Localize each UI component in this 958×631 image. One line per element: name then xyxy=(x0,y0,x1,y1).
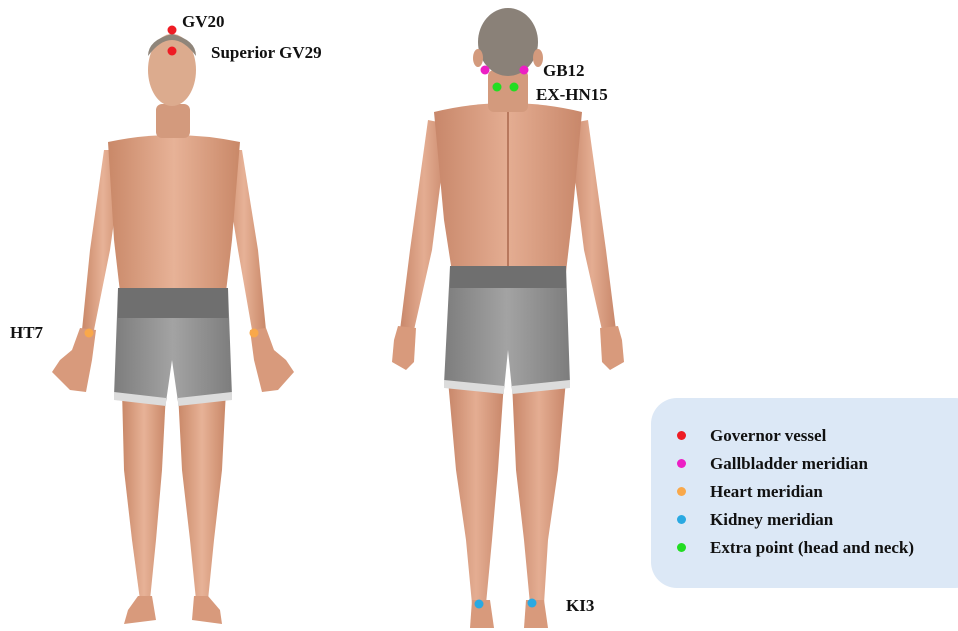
legend-marker xyxy=(677,431,686,440)
ki3-label: KI3 xyxy=(566,597,594,614)
legend-label: Governor vessel xyxy=(710,426,826,446)
ex-hn15-label: EX-HN15 xyxy=(536,86,608,103)
legend-marker xyxy=(677,515,686,524)
legend-label: Heart meridian xyxy=(710,482,823,502)
legend: Governor vessel Gallbladder meridian Hea… xyxy=(651,398,958,588)
superior-gv29-label: Superior GV29 xyxy=(211,44,322,61)
ht7-point-left xyxy=(85,329,94,338)
ht7-label: HT7 xyxy=(10,324,43,341)
ki3-point-left xyxy=(475,600,484,609)
gv20-point xyxy=(168,26,177,35)
gb12-label: GB12 xyxy=(543,62,585,79)
gv20-label: GV20 xyxy=(182,13,225,30)
ex-hn15-point-left xyxy=(493,83,502,92)
superior-gv29-point xyxy=(168,47,177,56)
legend-marker xyxy=(677,487,686,496)
legend-label: Kidney meridian xyxy=(710,510,833,530)
ht7-point-right xyxy=(250,329,259,338)
legend-label: Gallbladder meridian xyxy=(710,454,868,474)
legend-label: Extra point (head and neck) xyxy=(710,538,914,558)
legend-marker xyxy=(677,459,686,468)
ex-hn15-point-right xyxy=(510,83,519,92)
ki3-point-right xyxy=(528,599,537,608)
legend-marker xyxy=(677,543,686,552)
gb12-point-left xyxy=(481,66,490,75)
gb12-point-right xyxy=(520,66,529,75)
